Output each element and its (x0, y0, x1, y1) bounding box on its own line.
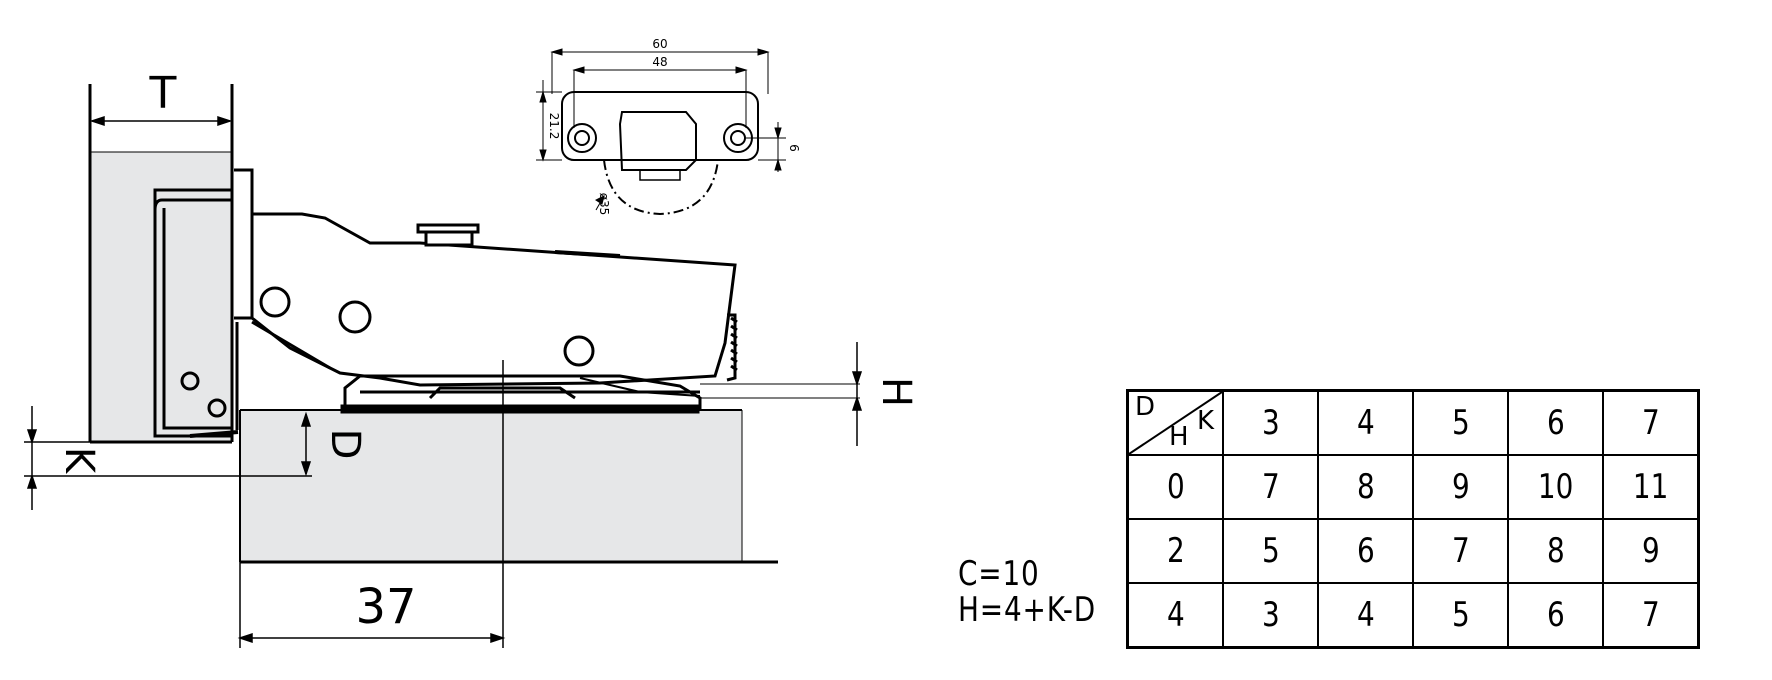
h-value: 7 (1451, 531, 1470, 571)
dim-37-label: 37 (355, 579, 416, 635)
k-value: 6 (1546, 403, 1565, 443)
hinge-value-table: D H K 3 4 5 6 7 0 7 8 9 10 11 2 5 6 7 8 … (1126, 389, 1700, 649)
d-value-cell: 2 (1126, 518, 1224, 584)
dim-t (89, 115, 233, 127)
dim-37 (237, 562, 506, 648)
h-value-cell: 7 (1222, 454, 1319, 520)
h-value-cell: 10 (1507, 454, 1604, 520)
h-value-cell: 11 (1602, 454, 1700, 520)
corner-d-label: D (1135, 392, 1156, 422)
mounting-plate (340, 374, 860, 414)
table-corner-cell: D H K (1126, 389, 1224, 456)
d-value: 2 (1166, 531, 1185, 571)
h-value-cell: 6 (1507, 582, 1604, 649)
plate-detail (561, 91, 759, 216)
h-value: 4 (1356, 595, 1375, 635)
formula: C=10 H=4+K-D (958, 556, 1096, 628)
h-value-cell: 8 (1317, 454, 1414, 520)
hinge-cup (153, 168, 254, 438)
d-value-cell: 4 (1126, 582, 1224, 649)
h-value-cell: 7 (1412, 518, 1509, 584)
h-value: 8 (1356, 467, 1375, 507)
d-value: 4 (1166, 595, 1185, 635)
k-value: 5 (1451, 403, 1470, 443)
k-header-cell: 6 (1507, 389, 1604, 456)
h-value: 7 (1261, 467, 1280, 507)
dim-h (851, 342, 863, 446)
door-panel (88, 84, 234, 444)
corner-diagonal (1129, 392, 1222, 454)
d-value-cell: 0 (1126, 454, 1224, 520)
formula-h: H=4+K-D (958, 590, 1097, 630)
corner-h-label: H (1169, 422, 1189, 452)
dim-d-label: D (322, 429, 368, 460)
h-value: 10 (1537, 467, 1574, 507)
cabinet-side (239, 360, 778, 564)
table-header-row: D H K 3 4 5 6 7 (1126, 389, 1700, 456)
hinge-arm (251, 212, 738, 387)
h-value-cell: 4 (1317, 582, 1414, 649)
k-value: 7 (1641, 403, 1660, 443)
table-row: 4 3 4 5 6 7 (1126, 582, 1700, 649)
table-row: 0 7 8 9 10 11 (1126, 454, 1700, 520)
corner-k-label: K (1197, 406, 1215, 436)
plate-60-label: 60 (652, 37, 667, 51)
h-value: 8 (1546, 531, 1565, 571)
formula-c: C=10 (958, 554, 1040, 594)
h-value-cell: 7 (1602, 582, 1700, 649)
h-value-cell: 3 (1222, 582, 1319, 649)
h-value: 7 (1641, 595, 1660, 635)
k-header-cell: 5 (1412, 389, 1509, 456)
h-value: 6 (1356, 531, 1375, 571)
dim-h-label: H (873, 377, 919, 407)
d-value: 0 (1166, 467, 1185, 507)
dim-d (300, 411, 312, 477)
plate-48-label: 48 (652, 55, 667, 69)
h-value: 5 (1261, 531, 1280, 571)
h-value-cell: 5 (1412, 582, 1509, 649)
h-value: 3 (1261, 595, 1280, 635)
h-value-cell: 9 (1602, 518, 1700, 584)
k-header-cell: 7 (1602, 389, 1700, 456)
h-value: 9 (1451, 467, 1470, 507)
plate-6-label: 6 (787, 144, 801, 152)
h-value: 9 (1641, 531, 1660, 571)
plate-dims (536, 48, 786, 211)
h-value-cell: 5 (1222, 518, 1319, 584)
plate-21-label: 21.2 (547, 113, 561, 140)
h-value-cell: 8 (1507, 518, 1604, 584)
h-value: 6 (1546, 595, 1565, 635)
h-value: 11 (1632, 467, 1669, 507)
h-value-cell: 6 (1317, 518, 1414, 584)
table-row: 2 5 6 7 8 9 (1126, 518, 1700, 584)
k-header-cell: 3 (1222, 389, 1319, 456)
cup-dia-label: ø35 (597, 193, 611, 216)
k-value: 4 (1356, 403, 1375, 443)
k-value: 3 (1261, 403, 1280, 443)
k-header-cell: 4 (1317, 389, 1414, 456)
dim-t-label: T (149, 68, 177, 119)
dim-k-label: K (56, 447, 102, 475)
h-value: 5 (1451, 595, 1470, 635)
h-value-cell: 9 (1412, 454, 1509, 520)
dim-k (24, 406, 312, 510)
